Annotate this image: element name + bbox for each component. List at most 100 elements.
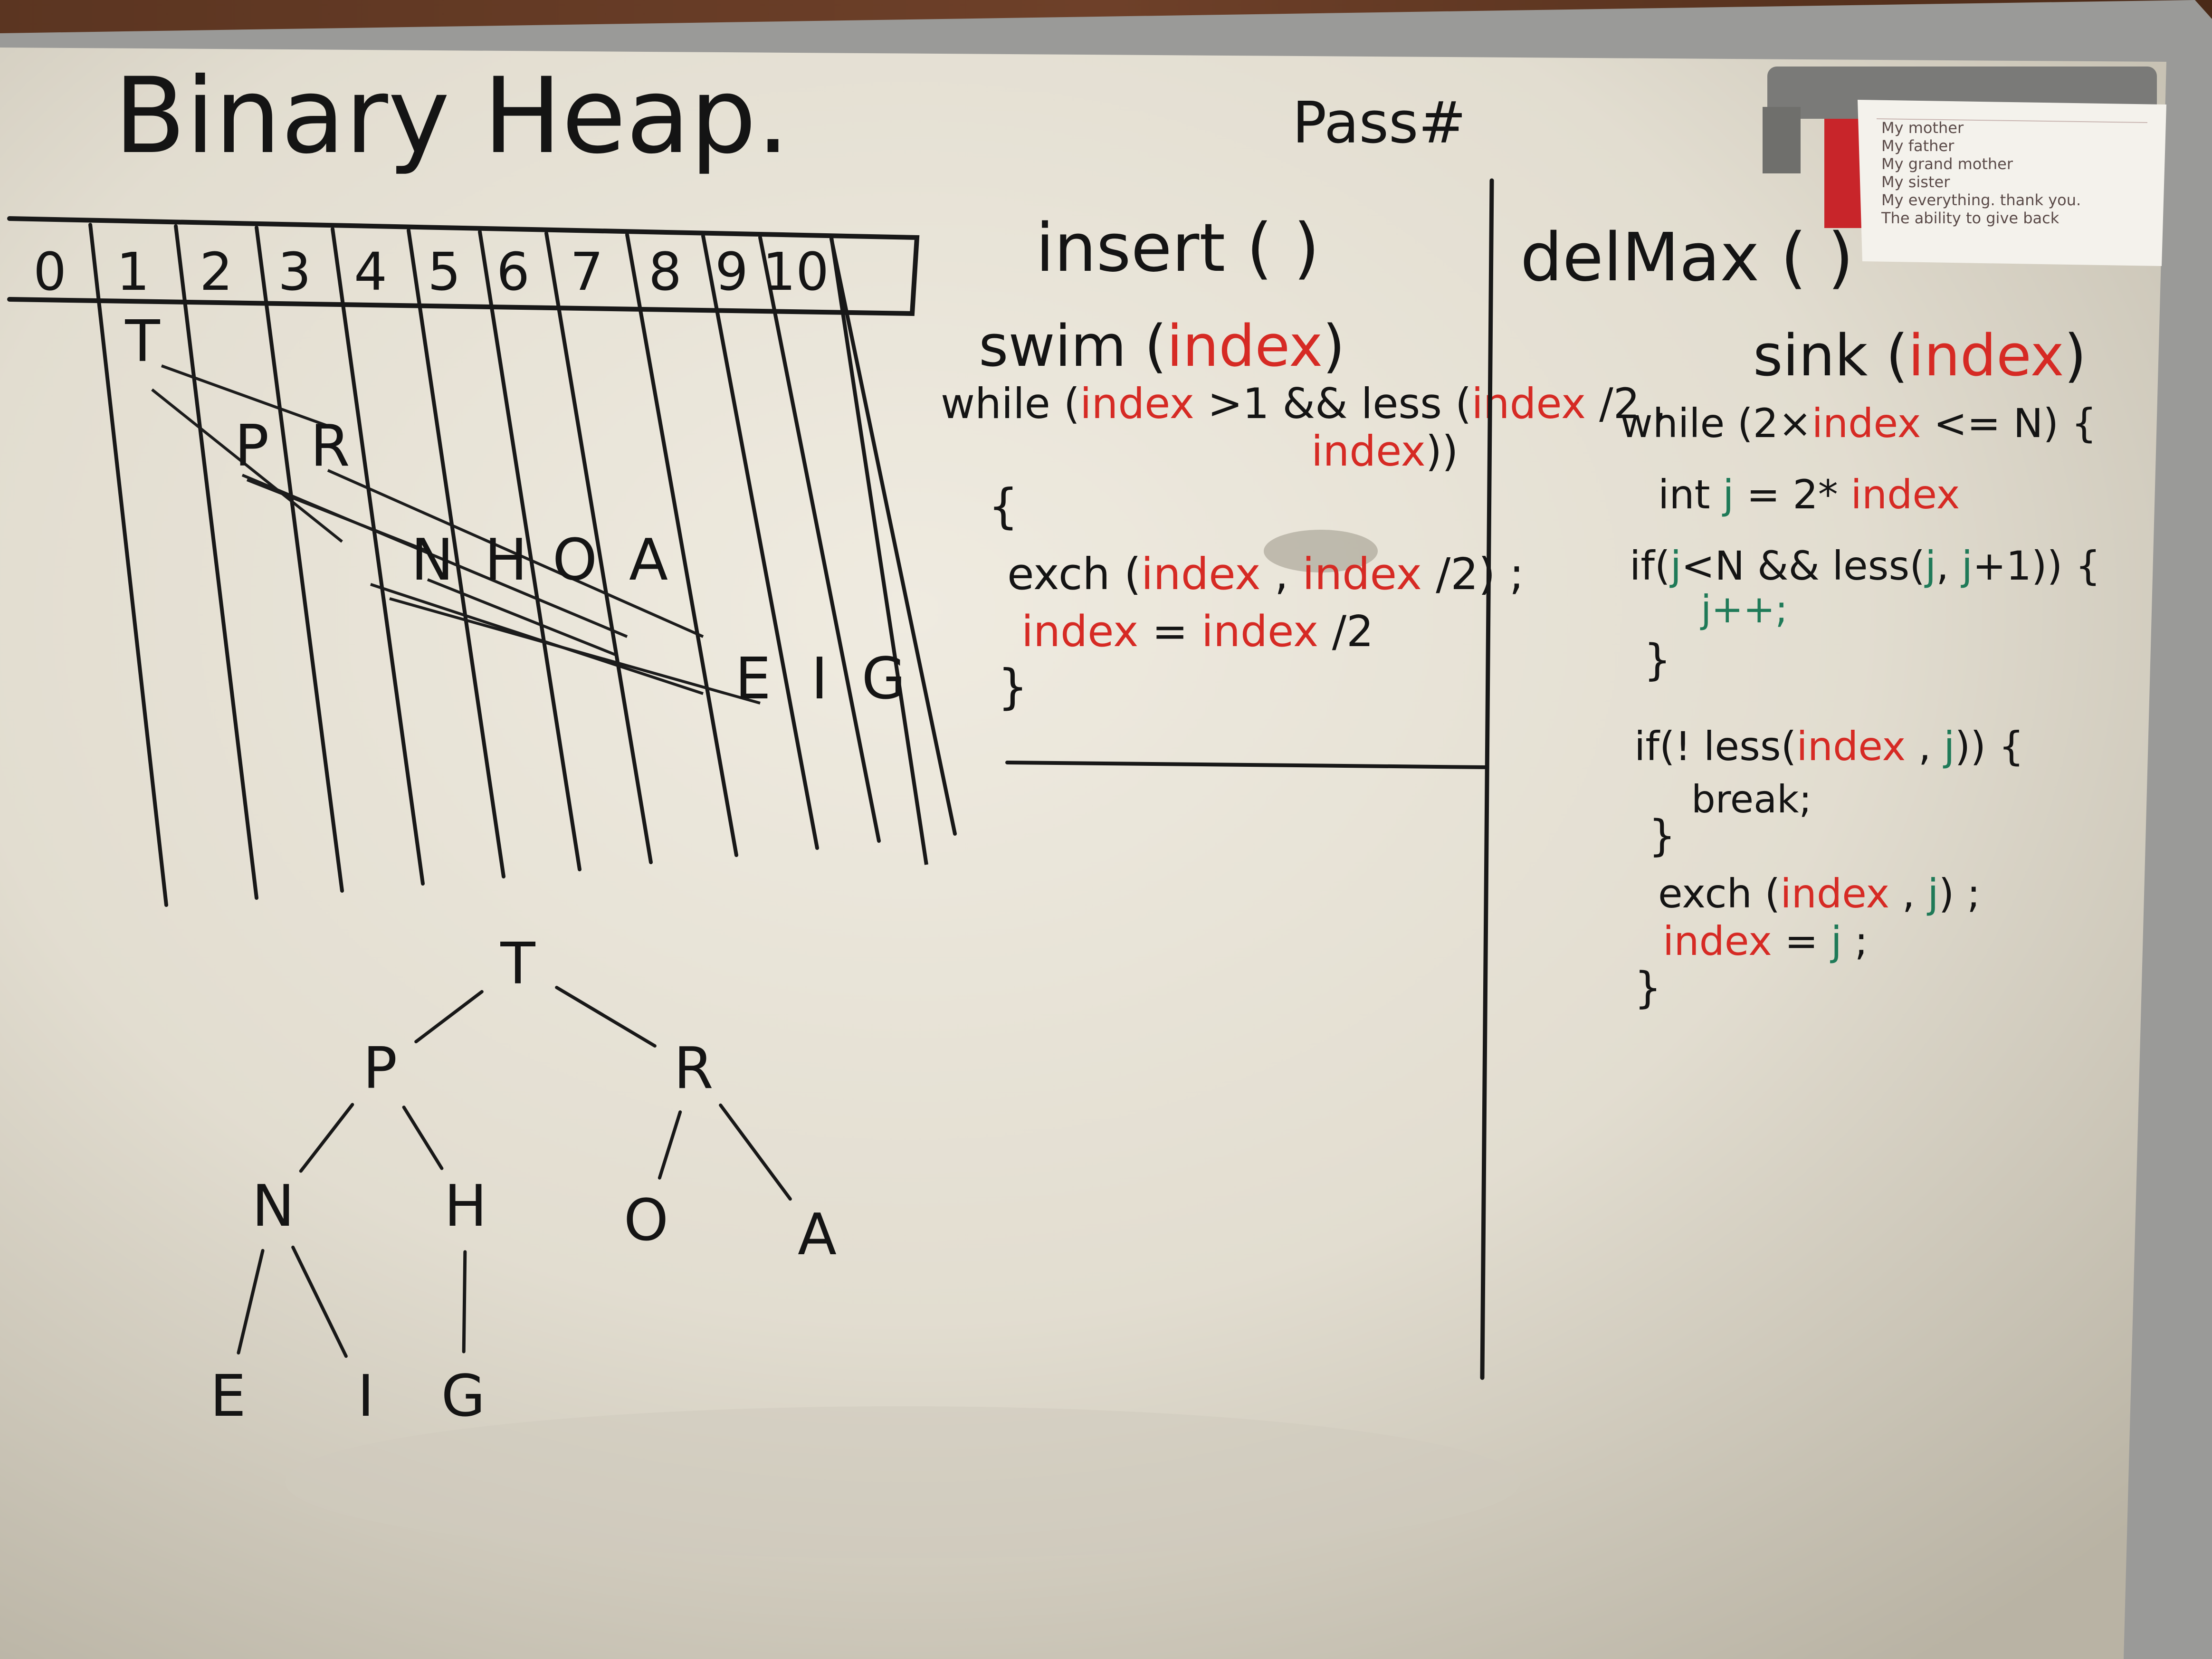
array-header-box — [7, 216, 920, 316]
sink-header: sink (index) — [1753, 323, 2087, 389]
tree-node: T — [500, 931, 535, 997]
tree-node: O — [624, 1188, 668, 1254]
array-index-label: 1 — [116, 241, 150, 302]
swim-line-assign: index = index /2 — [1021, 607, 1373, 657]
note-card-line: My father — [1881, 137, 1955, 155]
array-letter: H — [485, 527, 527, 593]
swim-line-exch: exch (index , index /2) ; — [1007, 549, 1524, 600]
swim-line-1: while (index >1 && less (index /2 , — [941, 379, 1667, 428]
sink-line-while: while (2×index <= N) { — [1620, 400, 2097, 447]
array-cross-lines — [151, 364, 761, 705]
page-title: Binary Heap. — [114, 55, 790, 177]
insert-signature: insert ( ) — [1036, 210, 1319, 287]
array-letter: R — [310, 413, 350, 479]
tree-node: P — [363, 1036, 397, 1102]
array-column-line — [331, 227, 425, 886]
swim-line-2: index)) — [1311, 427, 1458, 476]
vertical-divider — [1480, 178, 1494, 1380]
tree-edge — [555, 986, 657, 1048]
array-index-label: 0 — [33, 241, 67, 302]
array-column-line — [625, 233, 738, 857]
sink-close-3: } — [1634, 963, 1661, 1013]
sink-line-int-j: int j = 2* index — [1658, 471, 1960, 518]
sink-line-exch: exch (index , j) ; — [1658, 870, 1980, 917]
array-index-label: 7 — [570, 241, 603, 302]
array-cross-line — [246, 478, 429, 553]
array-cross-line — [427, 578, 619, 657]
eraser-smudge — [285, 1406, 1520, 1558]
array-index-label: 6 — [496, 241, 530, 302]
tree-node: E — [210, 1363, 246, 1430]
array-index-label: 4 — [354, 241, 387, 302]
array-table — [7, 216, 920, 316]
array-letter: N — [411, 527, 454, 593]
dark-smudge — [1264, 530, 1378, 572]
array-column-line — [830, 237, 928, 865]
swim-close-brace: } — [998, 659, 1028, 715]
array-letter: E — [735, 646, 771, 712]
array-letter: G — [862, 646, 906, 712]
array-letter: T — [124, 309, 160, 375]
tree-edge — [299, 1103, 354, 1173]
array-index-label: 10 — [763, 241, 829, 302]
array-column-line — [174, 224, 258, 900]
note-card-line: My grand mother — [1881, 155, 2013, 173]
array-cross-line — [161, 364, 334, 429]
note-card-line: My mother — [1881, 119, 1964, 137]
sink-close-1: } — [1644, 635, 1671, 685]
note-card-line: My everything. thank you. — [1881, 191, 2081, 209]
array-letter: O — [553, 527, 597, 593]
tree-node: A — [798, 1202, 837, 1268]
pass-label: Pass# — [1292, 90, 1466, 156]
tree-edge — [414, 990, 484, 1044]
sink-line-jpp: j++; — [1700, 587, 1788, 631]
sink-line-assign: index = j ; — [1663, 918, 1868, 964]
array-cross-line — [151, 388, 343, 543]
delmax-signature: delMax ( ) — [1520, 219, 1854, 296]
board-surface — [0, 48, 2166, 1659]
array-column-line — [830, 237, 957, 836]
tree-node: G — [441, 1363, 486, 1430]
tree-edges — [237, 986, 792, 1358]
tree-edge — [658, 1110, 682, 1180]
array-column-line — [758, 236, 881, 843]
array-cross-line — [389, 597, 761, 705]
swim-header: swim (index) — [979, 314, 1345, 380]
array-index-label: 2 — [200, 241, 233, 302]
tree-edge — [291, 1245, 348, 1358]
array-index-label: 3 — [278, 241, 311, 302]
array-cross-line — [327, 469, 704, 638]
sink-close-2: } — [1649, 811, 1676, 861]
sink-line-if-less: if(j<N && less(j, j+1)) { — [1630, 543, 2101, 589]
array-letter: I — [811, 646, 828, 712]
tree-node: H — [444, 1173, 487, 1239]
array-index-label: 8 — [648, 241, 682, 302]
array-index-label: 9 — [715, 241, 748, 302]
note-card-line: My sister — [1881, 173, 1950, 191]
sink-line-if-not-less: if(! less(index , j)) { — [1634, 723, 2024, 770]
array-column-line — [478, 230, 582, 871]
array-columns — [88, 223, 957, 907]
red-marker[interactable] — [1824, 119, 1862, 228]
note-card — [1858, 100, 2166, 266]
swim-open-brace: { — [988, 478, 1019, 534]
array-column-line — [88, 223, 168, 907]
tree-edge — [462, 1250, 467, 1354]
tree-node: I — [357, 1363, 374, 1430]
array-column-line — [544, 231, 653, 864]
tree-node: R — [674, 1036, 713, 1102]
delmax-section: delMax ( ) sink (index) while (2×index <… — [1520, 219, 2101, 1013]
sink-line-break: break; — [1691, 777, 1812, 821]
insert-underline — [1005, 761, 1489, 769]
array-column-line — [255, 226, 344, 893]
tree-edge — [237, 1249, 265, 1355]
tray-clip — [1763, 107, 1801, 173]
array-letter: P — [235, 413, 269, 479]
note-card-line: The ability to give back — [1881, 209, 2059, 227]
array-letter: A — [629, 527, 668, 593]
